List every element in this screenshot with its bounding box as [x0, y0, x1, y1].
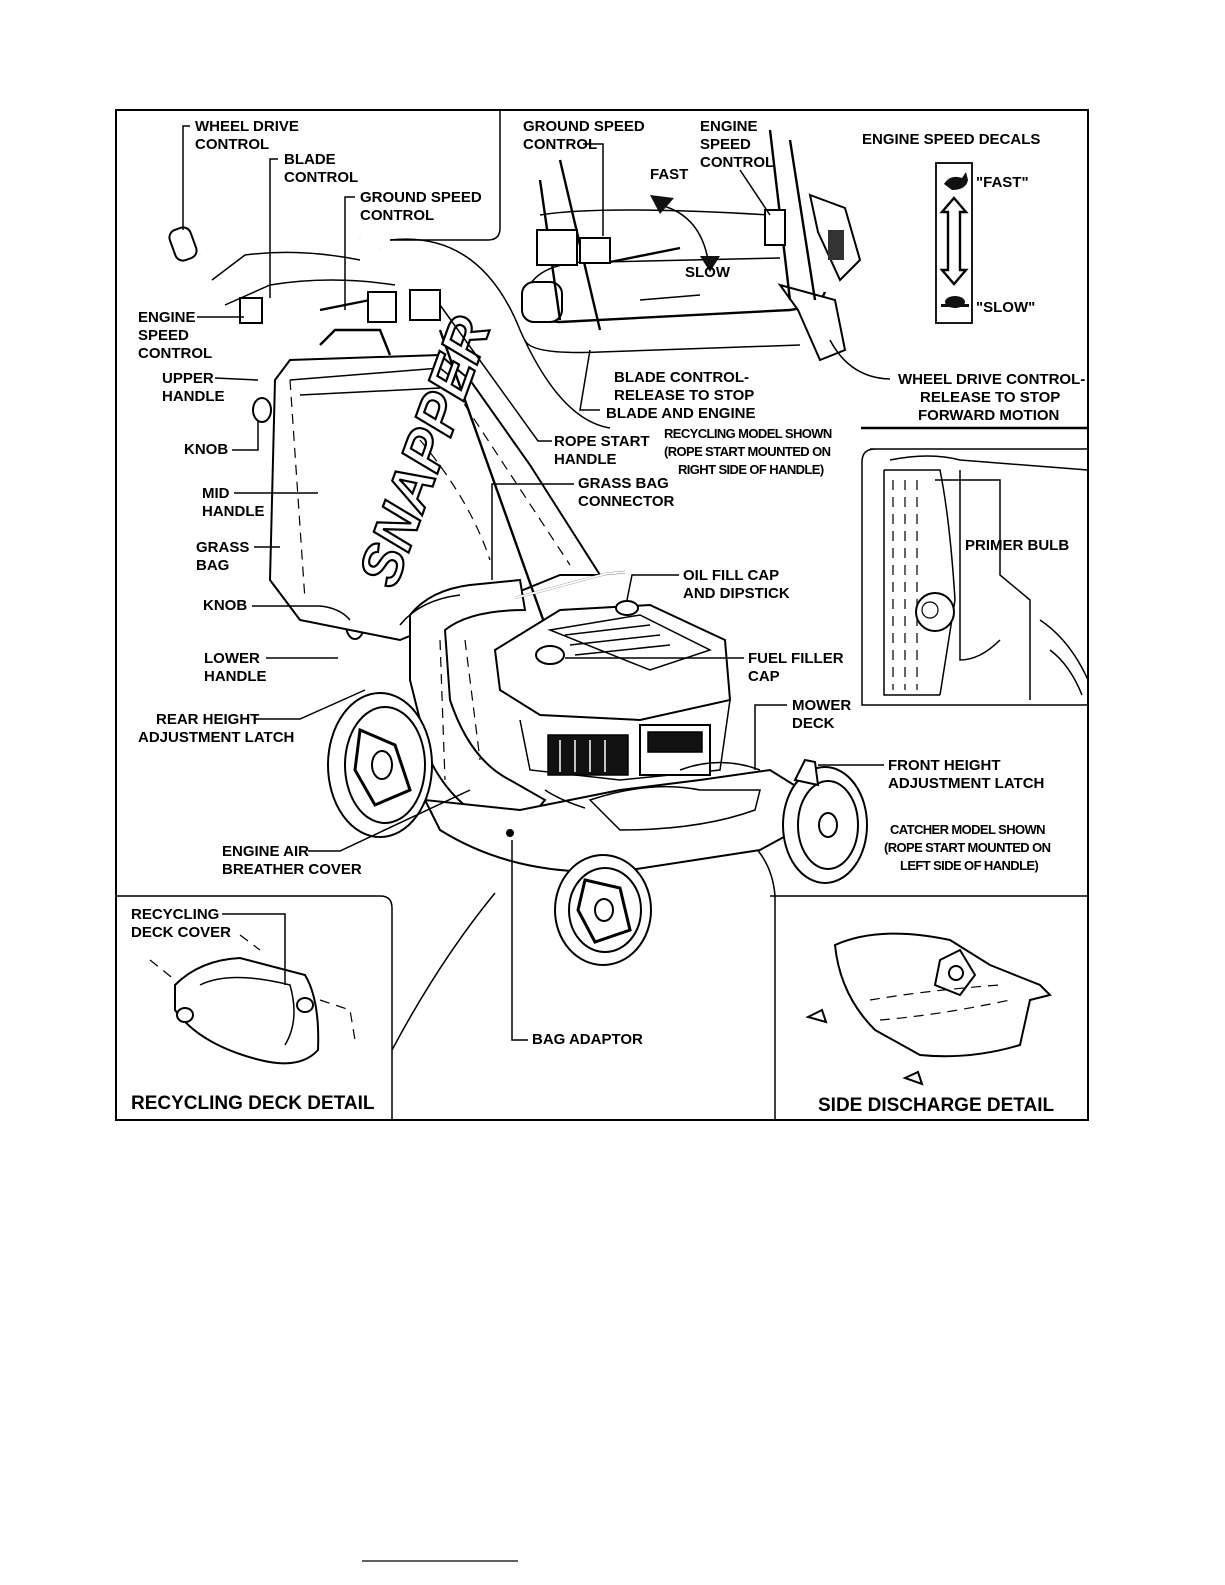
rear-height-adjustment-latch-label: REAR HEIGHT ADJUSTMENT LATCH [138, 711, 294, 746]
inset-engine-speed-control-label: ENGINE SPEED CONTROL [700, 118, 774, 171]
knob-lower-label: KNOB [203, 597, 247, 614]
decal-fast-label: "FAST" [976, 174, 1029, 191]
bag-adaptor-label: BAG ADAPTOR [532, 1031, 643, 1048]
engine-air-breather-cover-label: ENGINE AIR BREATHER COVER [222, 843, 362, 878]
rabbit-icon [944, 172, 968, 190]
recycling-deck-cover-label: RECYCLING DECK COVER [131, 906, 231, 941]
inset-ground-speed-control-label: GROUND SPEED CONTROL [523, 118, 649, 153]
engine-speed-decals-title: ENGINE SPEED DECALS [862, 131, 1040, 148]
upper-handle-label: UPPER HANDLE [162, 370, 225, 405]
mower-illustration [168, 225, 868, 966]
mower-deck-label: MOWER DECK [792, 697, 855, 732]
grass-bag-connector-label: GRASS BAG CONNECTOR [578, 475, 675, 510]
slow-label: SLOW [685, 264, 731, 281]
catcher-model-note: CATCHER MODEL SHOWN (ROPE START MOUNTED … [884, 822, 1053, 873]
oil-fill-cap-label: OIL FILL CAP AND DIPSTICK [683, 567, 790, 602]
rope-start-handle-label: ROPE START HANDLE [554, 433, 654, 468]
side-discharge-detail-title: SIDE DISCHARGE DETAIL [818, 1095, 1055, 1116]
fast-label: FAST [650, 166, 688, 183]
engine-speed-decal [935, 162, 973, 324]
knob-upper-label: KNOB [184, 441, 228, 458]
mid-handle-label: MID HANDLE [202, 485, 265, 520]
primer-bulb-label: PRIMER BULB [965, 537, 1069, 554]
lower-handle-label: LOWER HANDLE [204, 650, 267, 685]
grass-bag-label: GRASS BAG [196, 539, 254, 574]
recycling-deck-detail-title: RECYCLING DECK DETAIL [131, 1093, 375, 1114]
fast-slow-arrow [650, 195, 720, 272]
handle-controls-illustration [521, 129, 862, 362]
ground-speed-control-label: GROUND SPEED CONTROL [360, 189, 486, 224]
decal-slow-label: "SLOW" [976, 299, 1035, 316]
blade-control-label: BLADE CONTROL [284, 151, 358, 186]
primer-bulb-illustration [883, 455, 1089, 700]
side-discharge-chute-illustration [805, 932, 1052, 1086]
blade-control-note: BLADE CONTROL- RELEASE TO STOP BLADE AND… [606, 369, 758, 422]
recycling-model-note: RECYCLING MODEL SHOWN (ROPE START MOUNTE… [664, 426, 835, 477]
wheel-drive-control-label: WHEEL DRIVE CONTROL [195, 118, 303, 153]
diagram-frame [115, 109, 1089, 1121]
recycling-deck-cover-illustration [149, 934, 356, 1065]
turtle-icon [941, 296, 969, 308]
fuel-filler-cap-label: FUEL FILLER CAP [748, 650, 848, 685]
front-height-adjustment-latch-label: FRONT HEIGHT ADJUSTMENT LATCH [888, 757, 1044, 792]
engine-speed-control-label: ENGINE SPEED CONTROL [138, 309, 212, 362]
wheel-drive-note: WHEEL DRIVE CONTROL- RELEASE TO STOP FOR… [898, 371, 1089, 424]
